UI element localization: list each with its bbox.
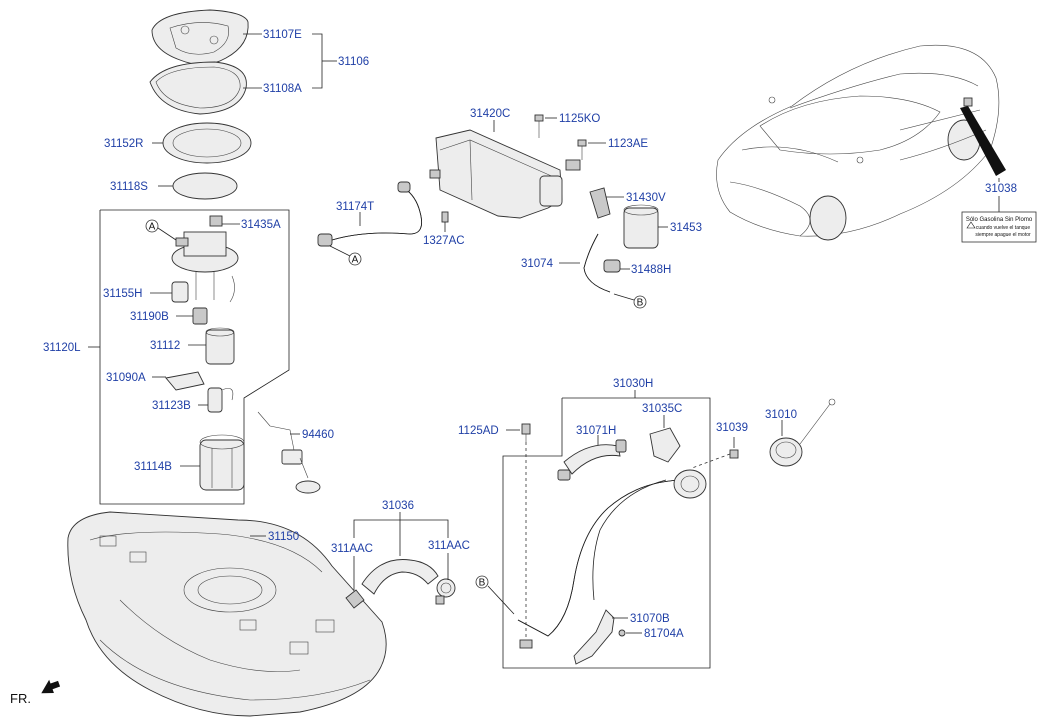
label-31036: 31036 — [382, 500, 414, 512]
bolt-1327AC — [441, 211, 449, 223]
label-1125AD: 1125AD — [458, 425, 499, 437]
label-94460: 94460 — [302, 429, 334, 441]
screw-81704A — [618, 629, 626, 637]
svg-text:A: A — [352, 255, 359, 266]
filler-neck-pipe — [517, 469, 707, 649]
label-31038: 31038 — [985, 183, 1017, 195]
label-1123AE: 1123AE — [608, 138, 648, 150]
clamp-311AAC-left — [345, 589, 365, 609]
label-81704A: 81704A — [644, 628, 684, 640]
lock-ring-31152R — [162, 122, 252, 164]
label-31090A: 31090A — [106, 372, 146, 384]
svg-text:B: B — [637, 298, 644, 309]
oring-31118S — [172, 172, 238, 200]
label-31070B: 31070B — [630, 613, 670, 625]
label-31123B: 31123B — [152, 400, 191, 412]
fuel-cap-31010 — [769, 398, 836, 467]
callout-b-neck: B — [475, 575, 515, 615]
clamp-311AAC-right — [435, 578, 456, 605]
vent-hose-31174T — [317, 181, 423, 247]
filler-neck-bracket — [502, 397, 711, 669]
label-31074: 31074 — [521, 258, 554, 270]
valve-31430V — [589, 187, 611, 219]
canister-31420C — [429, 129, 581, 219]
pump-housing-31112 — [205, 327, 235, 365]
label-1327AC: 1327AC — [423, 235, 465, 247]
regulator-31190B — [192, 307, 208, 325]
callout-a-hose: A — [329, 245, 362, 266]
hose-31071H — [557, 439, 627, 481]
front-direction-label: FR. — [10, 691, 31, 706]
label-31155H: 31155H — [103, 288, 142, 300]
svg-text:A: A — [149, 222, 156, 233]
hose-31074 — [583, 233, 621, 293]
label-31152R: 31152R — [104, 138, 143, 150]
label-31435A: 31435A — [241, 219, 281, 231]
pump-cover-31107E — [151, 9, 249, 65]
bolt-1125AD — [521, 423, 531, 442]
front-arrow-icon — [41, 679, 61, 694]
label-31190B: 31190B — [130, 311, 169, 323]
warning-label-line1: Sólo Gasolina Sin Plomo — [966, 217, 1033, 223]
pump-module-bracket — [99, 209, 290, 505]
label-311AAC-right: 311AAC — [428, 540, 470, 552]
bolt-1125KO — [534, 114, 544, 138]
label-31035C: 31035C — [642, 403, 682, 415]
label-31150: 31150 — [268, 531, 299, 543]
shield-31070B — [573, 609, 615, 665]
label-31114B: 31114B — [134, 461, 172, 473]
warning-label-line3: siempre apague el motor — [975, 232, 1031, 238]
label-31030H: 31030H — [613, 378, 653, 390]
label-31039: 31039 — [716, 422, 748, 434]
label-311AAC-left: 311AAC — [331, 543, 373, 555]
label-31071H: 31071H — [576, 425, 616, 437]
filter-31453 — [623, 204, 659, 249]
label-31106: 31106 — [338, 56, 369, 68]
label-31108A: 31108A — [263, 83, 302, 95]
label-31120L: 31120L — [43, 342, 81, 354]
label-31010: 31010 — [765, 409, 797, 421]
vehicle-illustration — [716, 44, 1006, 241]
label-31112: 31112 — [150, 340, 180, 352]
svg-text:B: B — [479, 578, 486, 589]
warning-label-line2: cuando vuelve el tanque — [976, 225, 1030, 231]
fuel-tank-31150 — [67, 511, 387, 717]
bracket-31035C — [649, 427, 681, 463]
hose-31036 — [361, 559, 439, 595]
reservoir-31114B — [199, 434, 245, 491]
callout-a-pump: A — [145, 219, 177, 241]
label-31430V: 31430V — [626, 192, 666, 204]
label-1125KO: 1125KO — [559, 113, 600, 125]
bracket-31090A — [165, 371, 205, 391]
label-31420C: 31420C — [470, 108, 510, 120]
label-31174T: 31174T — [336, 201, 374, 213]
label-31488H: 31488H — [631, 264, 671, 276]
connector-31435A — [209, 215, 223, 227]
bolt-1123AE — [577, 139, 587, 160]
gasket-31108A — [149, 61, 247, 115]
pump-flange — [171, 231, 239, 303]
label-31118S: 31118S — [110, 181, 148, 193]
callout-b-hose: B — [613, 293, 647, 309]
motor-31123B — [207, 387, 234, 413]
label-31453: 31453 — [670, 222, 702, 234]
warning-label-31038: Sólo Gasolina Sin Plomo cuando vuelve el… — [961, 211, 1037, 243]
label-31107E: 31107E — [263, 29, 302, 41]
filter-31155H — [171, 281, 189, 303]
bolt-31039 — [729, 449, 739, 459]
fuel-sender-94460 — [257, 411, 321, 494]
